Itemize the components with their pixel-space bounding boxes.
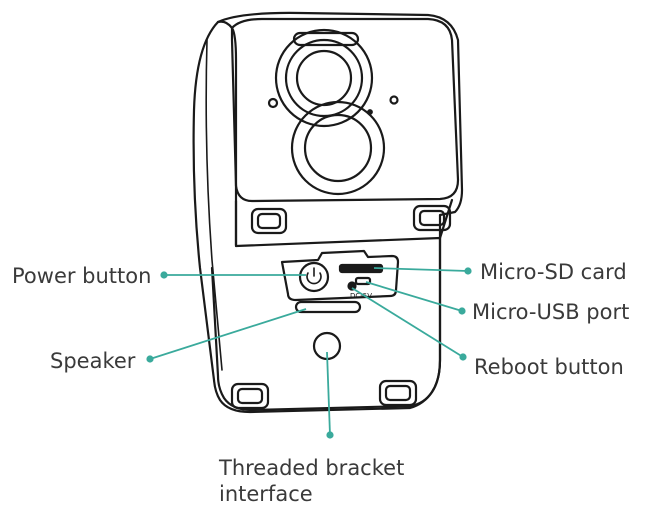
foot-bottom-left: [230, 382, 270, 410]
label-threaded-bracket-line1: Threaded bracket: [219, 456, 405, 480]
port-cover: [280, 249, 400, 302]
top-slot: [292, 31, 360, 47]
camera-top-face: [230, 17, 460, 203]
sensor-dot-left: [267, 97, 279, 109]
leader-reboot: [351, 287, 464, 358]
reboot-pinhole: [347, 281, 357, 291]
port-marking: DC-5V: [350, 292, 372, 300]
label-power-button: Power button: [12, 264, 152, 288]
power-button-shape: [298, 261, 330, 293]
pir-sensor: [290, 100, 386, 196]
foot-top-left: [250, 207, 288, 235]
label-threaded-bracket-line2: interface: [219, 482, 313, 506]
foot-top-right: [412, 204, 452, 232]
label-micro-sd-card: Micro-SD card: [480, 260, 627, 284]
speaker-slot: [294, 300, 362, 314]
label-threaded-bracket-interface: Threaded bracket interface: [219, 455, 459, 507]
label-reboot-button: Reboot button: [474, 355, 624, 379]
micro-usb-port-shape: [354, 276, 372, 286]
label-speaker: Speaker: [50, 349, 136, 373]
sensor-dot-right: [389, 95, 399, 105]
leader-thread: [326, 351, 331, 436]
leader-speaker: [149, 308, 307, 360]
foot-bottom-right: [378, 379, 418, 407]
leader-sd: [373, 267, 469, 272]
label-micro-usb-port: Micro-USB port: [472, 300, 630, 324]
leader-usb: [365, 281, 463, 312]
